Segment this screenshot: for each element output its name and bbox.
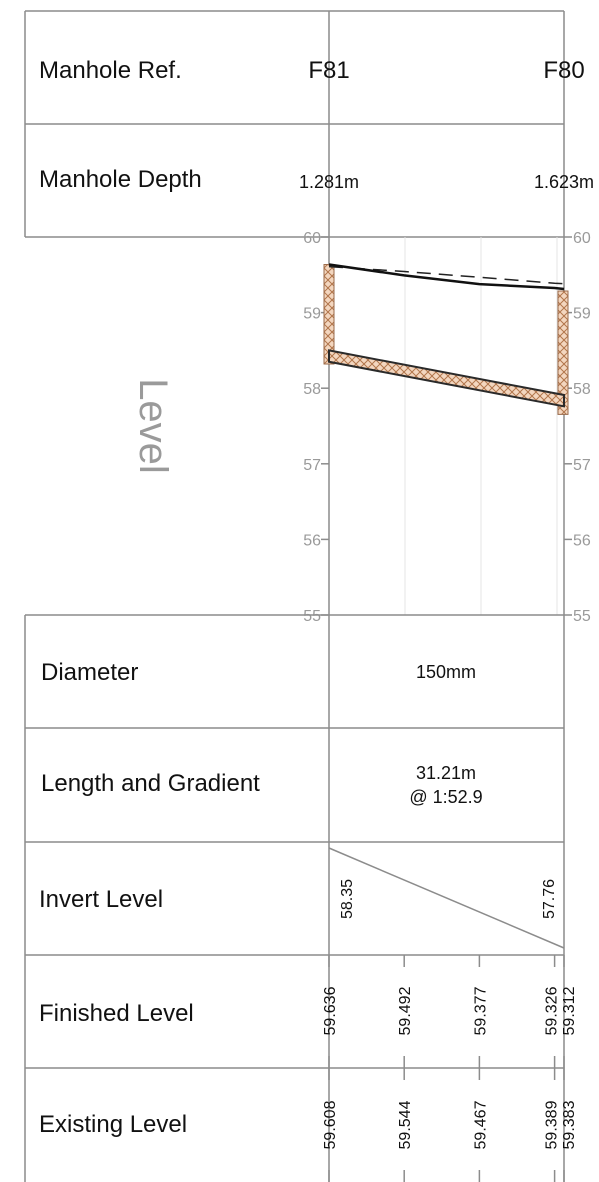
header-table: Manhole Ref. Manhole Depth F81 F80 1.281… — [24, 10, 594, 238]
length-gradient-label: Length and Gradient — [41, 770, 260, 797]
tick-label-right: 57 — [573, 457, 591, 474]
level-value: 59.312 — [561, 986, 578, 1035]
manhole-end-shape — [557, 290, 569, 415]
tick-label-left: 56 — [303, 532, 321, 549]
invert-start-value: 58.35 — [339, 879, 356, 919]
tick-label-left: 59 — [303, 306, 321, 323]
manhole-depth-end: 1.623m — [534, 172, 594, 192]
level-value: 59.608 — [322, 1100, 339, 1149]
manhole-ref-start: F81 — [308, 57, 349, 84]
level-value: 59.544 — [397, 1100, 414, 1149]
manhole-depth-label: Manhole Depth — [39, 166, 202, 193]
manhole-depth-start: 1.281m — [299, 172, 359, 192]
finished-level-line — [328, 263, 565, 291]
tick-label-right: 56 — [573, 532, 591, 549]
tick-label-right: 59 — [573, 306, 591, 323]
tick-label-left: 55 — [303, 608, 321, 625]
level-value: 59.467 — [472, 1100, 489, 1149]
diameter-label: Diameter — [41, 659, 138, 686]
manhole-start-shape — [323, 264, 335, 365]
existing-level-label: Existing Level — [39, 1111, 187, 1138]
level-chart: 60 60 59 59 58 58 57 57 56 56 55 55 Level — [131, 230, 591, 625]
level-value: 59.492 — [397, 986, 414, 1035]
data-table: Diameter 150mm Length and Gradient 31.21… — [24, 614, 578, 1182]
finished-level-label: Finished Level — [39, 1000, 194, 1027]
tick-label-right: 55 — [573, 608, 591, 625]
invert-diagonal — [328, 847, 565, 949]
invert-end-value: 57.76 — [541, 879, 558, 919]
tick-label-left: 58 — [303, 381, 321, 398]
level-value: 59.636 — [322, 986, 339, 1035]
diameter-value: 150mm — [416, 662, 476, 682]
tick-label-right: 60 — [573, 230, 591, 247]
pipe-shape — [328, 349, 565, 408]
length-value: 31.21m — [416, 763, 476, 783]
axis-title: Level — [131, 378, 175, 474]
level-value: 59.389 — [544, 1100, 561, 1149]
invert-level-label: Invert Level — [39, 886, 163, 913]
manhole-ref-label: Manhole Ref. — [39, 57, 182, 84]
level-value: 59.377 — [472, 986, 489, 1035]
tick-label-right: 58 — [573, 381, 591, 398]
level-value: 59.326 — [544, 986, 561, 1035]
tick-label-left: 60 — [303, 230, 321, 247]
manhole-ref-end: F80 — [543, 57, 584, 84]
tick-label-left: 57 — [303, 457, 321, 474]
level-value: 59.383 — [561, 1100, 578, 1149]
existing-level-line — [328, 265, 565, 285]
gradient-value: @ 1:52.9 — [409, 787, 482, 807]
